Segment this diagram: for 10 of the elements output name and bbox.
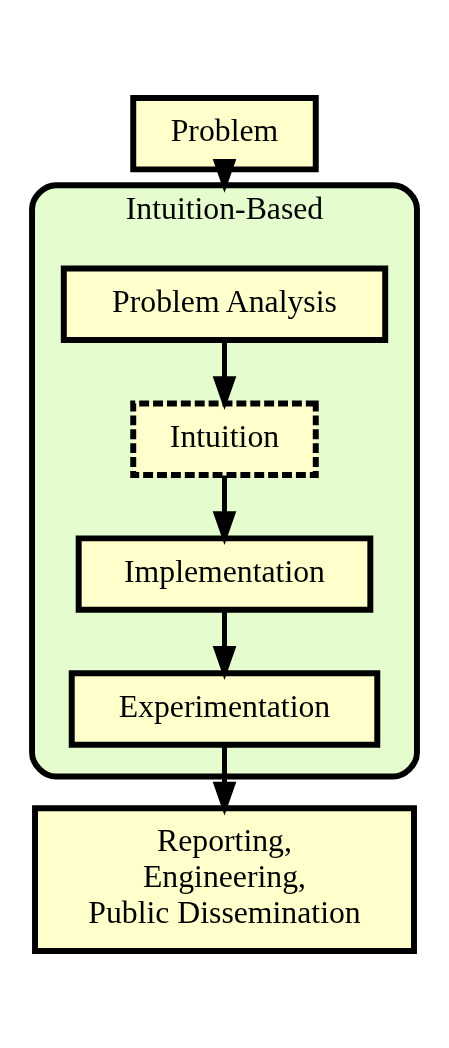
node-box: Experimentation	[68, 669, 381, 748]
arrow	[212, 340, 237, 410]
arrow	[212, 610, 237, 680]
node-box: Reporting, Engineering, Public Dissemination	[32, 804, 417, 954]
node-box: Problem Analysis	[60, 265, 389, 343]
arrow	[212, 158, 237, 193]
arrow	[212, 475, 237, 545]
node-box: Intuition	[130, 400, 319, 478]
node-box: Implementation	[75, 534, 374, 613]
arrow	[212, 745, 237, 816]
